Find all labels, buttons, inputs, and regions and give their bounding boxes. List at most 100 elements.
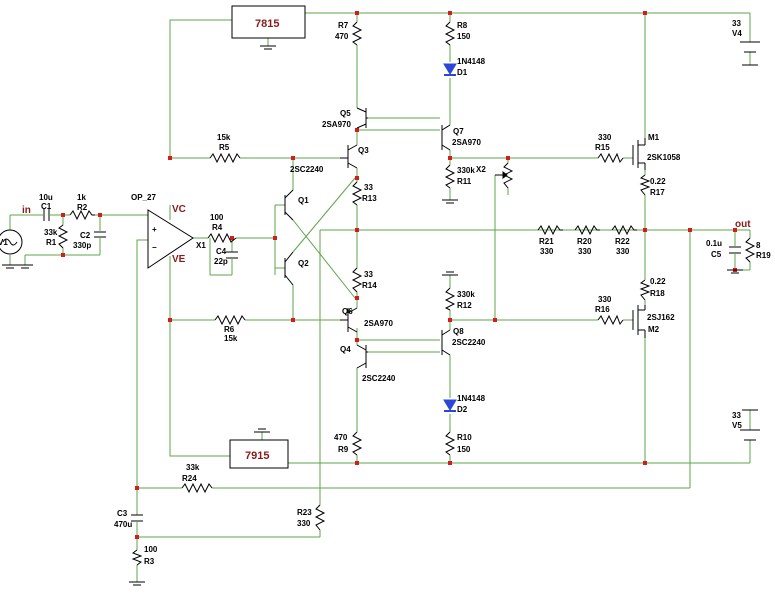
capacitor-c2[interactable]: C2 330p [73,228,106,250]
svg-text:33: 33 [364,270,373,279]
transistor-q1[interactable]: Q1 [284,189,309,221]
svg-text:M2: M2 [648,325,660,334]
resistor-r4[interactable]: 100 R4 [207,213,237,244]
svg-text:2SK1058: 2SK1058 [647,153,681,162]
resistor-r7[interactable]: R7 470 [335,21,363,46]
source-v1[interactable]: V1 [0,229,23,269]
capacitor-c3[interactable]: C3 470u [114,509,143,529]
svg-text:100: 100 [144,545,158,554]
svg-text:10u: 10u [39,193,53,202]
svg-text:V1: V1 [0,238,8,247]
resistor-r3[interactable]: 100 R3 [131,545,158,566]
resistor-r9[interactable]: 470 R9 [334,431,363,456]
svg-text:7815: 7815 [255,18,279,30]
transistor-q2[interactable]: Q2 [284,251,309,286]
resistor-r8[interactable]: R8 150 [444,21,471,46]
mosfet-m1[interactable]: M1 2SK1058 [632,133,681,170]
resistor-r19[interactable]: 8 R19 [744,237,771,263]
svg-text:330: 330 [616,247,630,256]
transistor-q4[interactable]: Q4 2SC2240 [340,344,396,383]
svg-text:1N4148: 1N4148 [457,394,486,403]
svg-text:22p: 22p [214,257,228,266]
diode-d1[interactable]: 1N4148 D1 [443,57,486,77]
resistor-r12[interactable]: 330k R12 [444,287,475,311]
svg-text:R10: R10 [457,433,472,442]
potentiometer-x2[interactable]: X2 [476,162,514,189]
capacitor-c4[interactable]: C4 22p [214,247,238,266]
svg-text:33k: 33k [186,463,200,472]
transistor-q6[interactable]: Q6 2SA970 [340,307,393,333]
resistor-r15[interactable]: 330 R15 [595,133,624,164]
transistor-q5[interactable]: Q5 2SA970 [322,107,368,129]
svg-text:R21: R21 [539,237,554,246]
opamp-x1[interactable]: + − OP_27 VC VE X1 [131,193,206,270]
source-v5[interactable]: 33 V5 [732,409,760,441]
svg-text:R7: R7 [338,21,349,30]
resistor-r2[interactable]: 1k R2 [69,193,95,221]
transistor-q8[interactable]: Q8 2SC2240 [441,327,486,356]
svg-text:R13: R13 [362,194,377,203]
svg-text:0.1u: 0.1u [706,239,722,248]
svg-text:Q5: Q5 [340,109,351,118]
resistor-r1[interactable]: 33k R1 [44,224,69,249]
svg-text:R14: R14 [362,281,377,290]
resistor-r5[interactable]: 15k R5 [209,133,241,164]
svg-text:0.22: 0.22 [650,177,666,186]
svg-text:2SC2240: 2SC2240 [290,165,324,174]
svg-text:15k: 15k [217,133,231,142]
svg-text:470: 470 [335,32,349,41]
svg-text:R4: R4 [212,223,223,232]
svg-text:1k: 1k [77,193,86,202]
resistor-r16[interactable]: 330 R16 [595,295,624,326]
svg-text:2SA970: 2SA970 [322,120,351,129]
svg-text:R19: R19 [756,251,771,260]
regulator-7915[interactable]: 7915 [229,428,289,469]
mosfet-m2[interactable]: 2SJ162 M2 [632,305,675,338]
svg-text:330: 330 [578,247,592,256]
resistor-r13[interactable]: 33 R13 [351,181,377,206]
svg-text:D1: D1 [457,68,468,77]
svg-text:Q2: Q2 [298,259,309,268]
resistor-r20[interactable]: R20 330 [574,224,600,256]
svg-text:150: 150 [457,445,471,454]
svg-text:33: 33 [732,19,741,28]
svg-text:2SA970: 2SA970 [364,319,393,328]
svg-text:V5: V5 [732,421,742,430]
svg-text:7915: 7915 [245,450,269,462]
svg-text:R2: R2 [77,203,88,212]
resistor-r6[interactable]: R6 15k [214,314,246,343]
resistor-r23[interactable]: R23 330 [297,504,326,531]
svg-text:R22: R22 [615,237,630,246]
svg-text:330p: 330p [73,241,91,250]
resistor-r14[interactable]: 33 R14 [351,267,377,293]
svg-text:15k: 15k [224,334,238,343]
svg-text:330: 330 [297,519,311,528]
svg-text:R12: R12 [457,301,472,310]
resistor-r11[interactable]: 330k R11 [444,164,475,189]
svg-text:C5: C5 [711,250,722,259]
resistor-r18[interactable]: 0.22 R18 [639,277,666,301]
svg-text:100: 100 [210,213,224,222]
svg-text:33: 33 [364,183,373,192]
transistor-q3[interactable]: Q3 2SC2240 [290,144,369,174]
source-v4[interactable]: 33 V4 [732,19,760,66]
svg-text:X1: X1 [196,241,206,250]
svg-text:R17: R17 [650,188,665,197]
svg-text:R16: R16 [595,305,610,314]
resistor-r17[interactable]: 0.22 R17 [639,174,666,197]
resistor-r22[interactable]: R22 330 [611,224,637,256]
transistor-q7[interactable]: Q7 2SA970 [441,124,481,151]
resistor-r10[interactable]: R10 150 [444,431,472,456]
svg-text:33k: 33k [44,228,58,237]
resistor-r21[interactable]: R21 330 [537,224,563,256]
ground-symbols [17,64,758,586]
capacitor-c1[interactable]: 10u C1 [39,193,53,221]
svg-text:Q8: Q8 [453,327,464,336]
svg-text:0.22: 0.22 [650,277,666,286]
diode-d2[interactable]: 1N4148 D2 [443,394,486,414]
regulator-7815[interactable]: 7815 [231,5,306,50]
capacitor-c5[interactable]: 0.1u C5 [706,238,741,262]
svg-text:R18: R18 [650,289,665,298]
resistor-r24[interactable]: 33k R24 [181,463,213,494]
